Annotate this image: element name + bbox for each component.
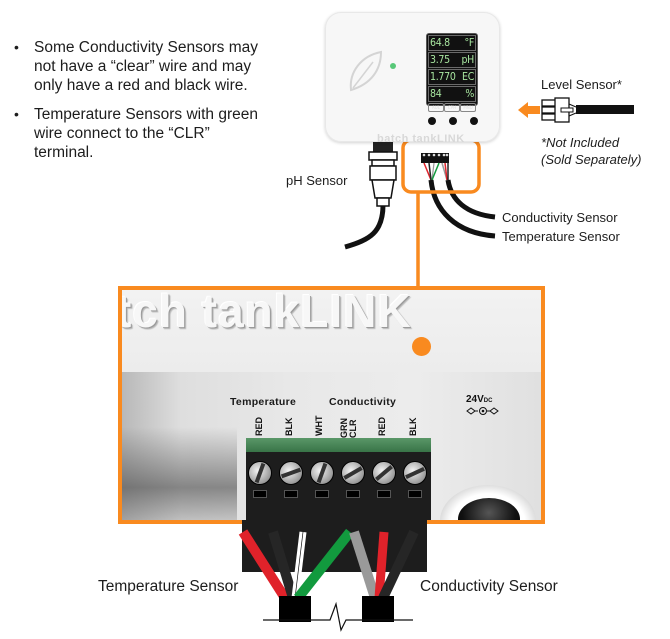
wire-red-temperature [238,529,290,601]
device-button [449,117,457,125]
temperature-sensor-label: Temperature Sensor [502,229,620,244]
note-item: • Some Conductivity Sensors may not have … [12,38,262,95]
terminal-label-red: RED [377,416,387,436]
power-rating-label: 24VDC [466,394,493,405]
wire-black-conductivity [378,529,419,601]
note-text: Some Conductivity Sensors may not have a… [34,39,258,94]
terminal-block-header [246,438,431,456]
terminal-screw [279,461,303,485]
terminal-block-small [421,153,449,163]
display-softkey: AUL [428,103,444,112]
wire-black-temperature [268,530,298,600]
power-jack-socket [458,498,520,520]
terminal-label-blk: BLK [408,417,418,437]
wire-green-temperature [294,528,354,602]
terminal-label-grn-clr: GRN CLR [339,418,358,438]
terminal-detail-view: tch tankLINK Temperature Conductivity RE… [118,286,545,524]
ph-connector-icon [368,142,398,207]
terminal-screw [310,461,334,485]
terminal-label-blk: BLK [284,417,294,437]
terminal-block [246,452,431,520]
arrow-left-icon [518,102,540,118]
ph-sensor-cable [344,204,386,250]
terminal-block-lower [242,520,427,572]
temperature-sensor-plug [279,596,311,622]
level-sensor-connector-icon [541,97,634,123]
conductivity-sensor-plug [362,596,394,622]
conductivity-sensor-cable [445,179,496,220]
terminal-label-wht: WHT [314,415,324,437]
status-led [390,63,396,69]
display-row-level: 84% [428,86,476,102]
display-row-temperature: 64.8°F [428,35,476,51]
display-softkey: MNU [460,103,476,112]
device-button [428,117,436,125]
wire-red-conductivity [374,531,389,599]
terminal-screw [372,461,396,485]
detail-brand-text: tch tankLINK [118,286,412,337]
display-softkey: CPH [444,103,460,112]
wire-gray-conductivity [349,530,380,600]
note-text: Temperature Sensors with green wire conn… [34,106,259,161]
level-sensor-label: Level Sensor* [541,77,622,92]
top-wiring-diagram [344,97,634,290]
temperature-group-label: Temperature [230,396,297,408]
bullet-icon: • [14,106,19,122]
leaf-logo-icon [349,50,383,92]
bottom-temperature-sensor-label: Temperature Sensor [98,578,239,595]
conductivity-group-label: Conductivity [329,396,397,408]
temperature-sensor-cable [428,179,496,239]
bottom-conductivity-sensor-label: Conductivity Sensor [420,578,558,595]
note-item: • Temperature Sensors with green wire con… [12,105,262,162]
terminal-screw [403,461,427,485]
callout-box [401,138,481,194]
terminal-label-red: RED [254,416,264,436]
not-included-note: *Not Included (Sold Separately) [541,135,642,167]
terminal-screw [341,461,365,485]
callout-dot [412,337,431,356]
wire-white-temperature [291,531,307,599]
device-brand: batch tankLINK [377,133,465,145]
installation-notes: • Some Conductivity Sensors may not have … [12,38,262,172]
polarity-symbol-icon [466,407,499,415]
ph-sensor-label: pH Sensor [286,173,348,188]
conductivity-sensor-label: Conductivity Sensor [502,210,618,225]
terminal-screw [248,461,272,485]
break-line [263,601,413,632]
bullet-icon: • [14,39,19,55]
device-button [470,117,478,125]
